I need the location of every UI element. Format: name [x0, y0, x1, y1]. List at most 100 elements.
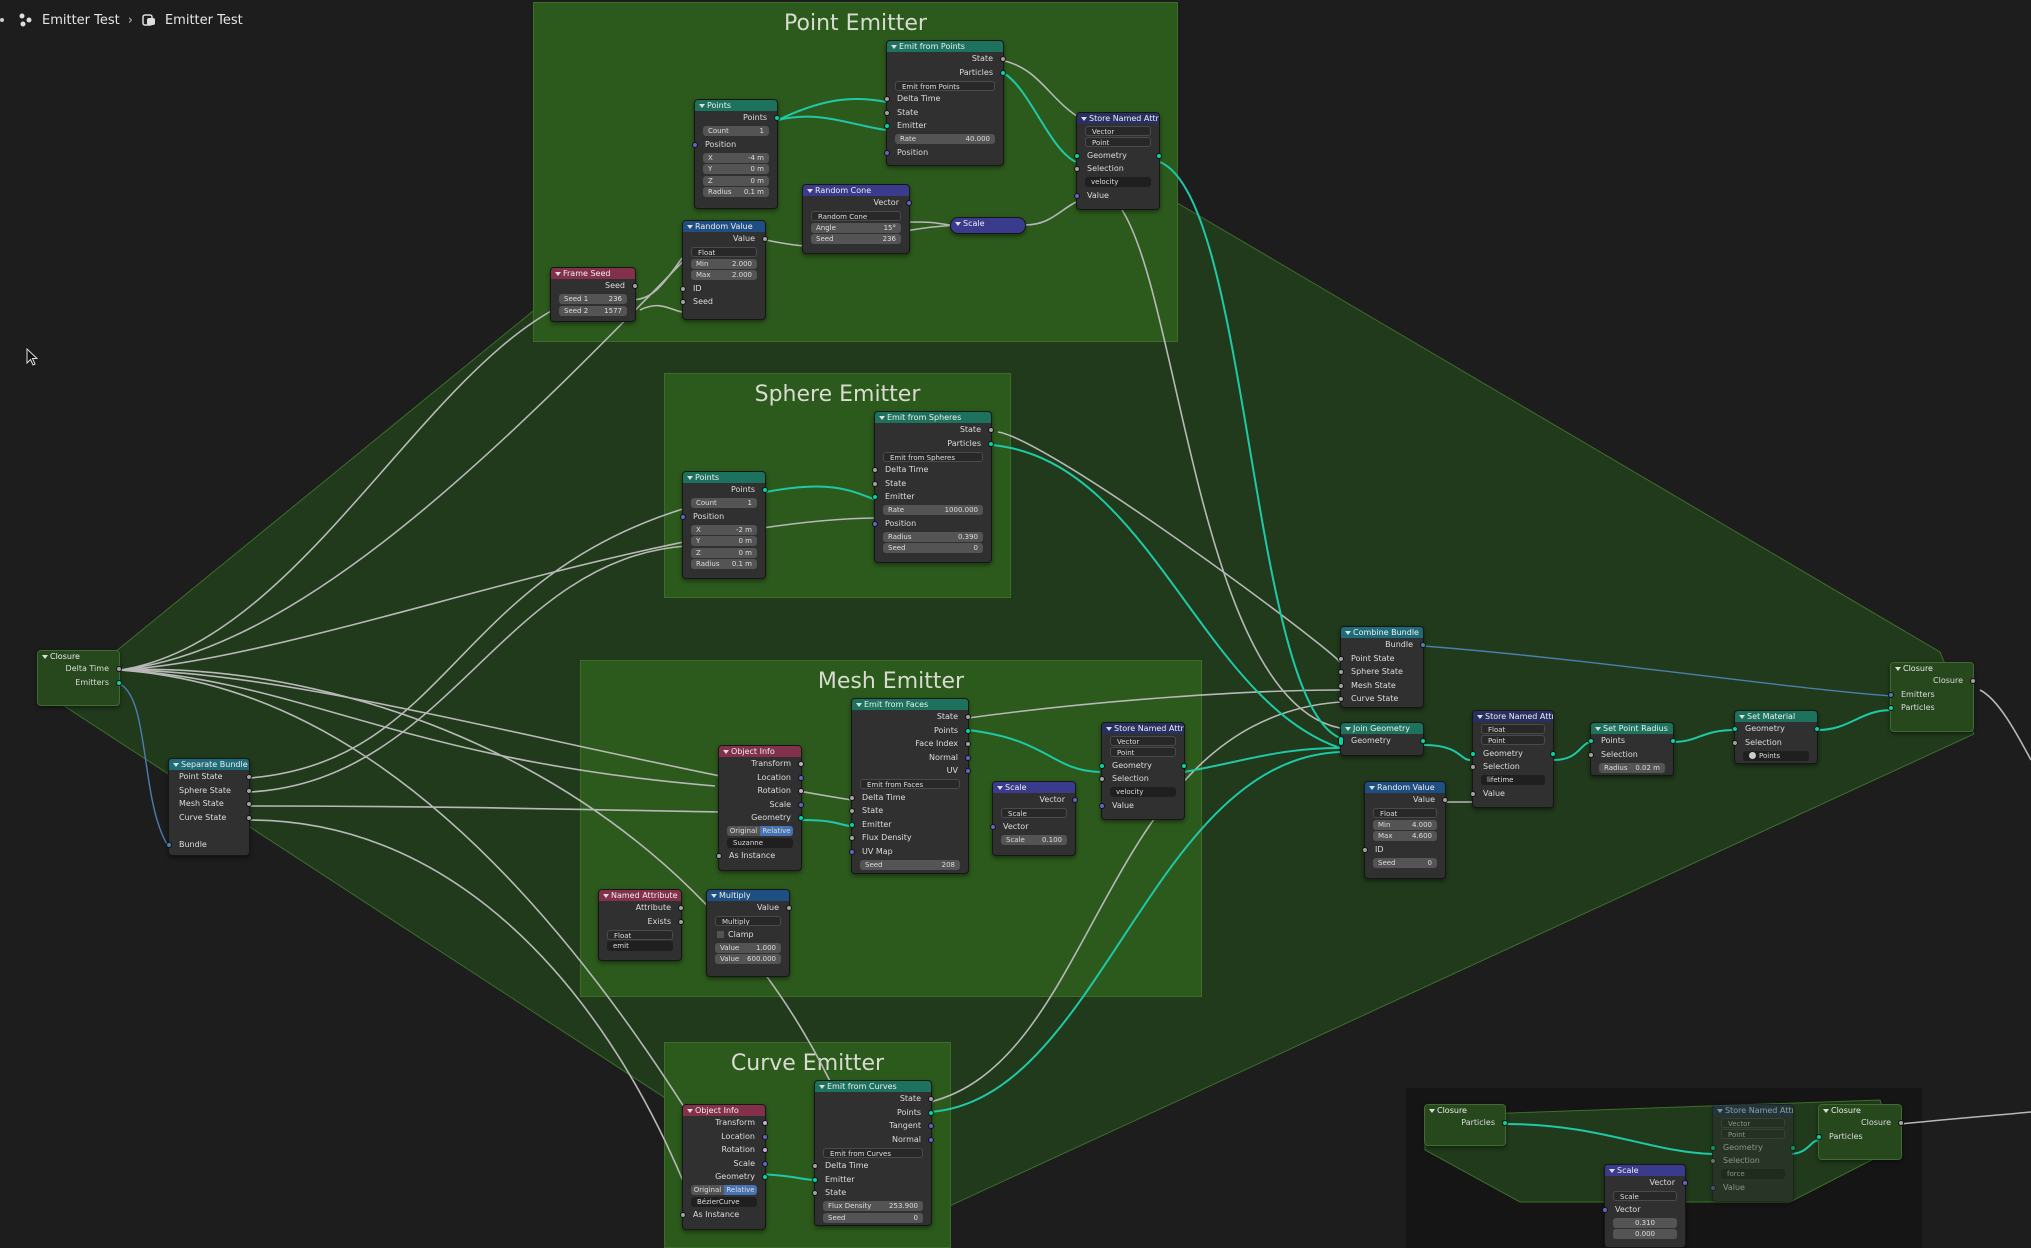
- node-header[interactable]: Closure: [1891, 663, 1973, 674]
- operation-dropdown[interactable]: Scale: [1001, 808, 1067, 818]
- closure-input-node[interactable]: Closure Particles: [1424, 1104, 1508, 1146]
- socket[interactable]: [798, 801, 804, 808]
- socket[interactable]: [762, 1133, 768, 1140]
- socket[interactable]: [1710, 1144, 1716, 1151]
- socket[interactable]: [849, 835, 855, 841]
- socket[interactable]: [884, 96, 890, 102]
- name-field[interactable]: emit: [607, 941, 673, 951]
- socket[interactable]: [678, 905, 684, 911]
- socket[interactable]: [1710, 1184, 1716, 1191]
- node-header[interactable]: Scale: [1605, 1165, 1685, 1176]
- socket[interactable]: [1970, 678, 1976, 684]
- socket[interactable]: [1338, 736, 1344, 746]
- socket[interactable]: [774, 115, 780, 121]
- socket[interactable]: [1888, 691, 1894, 698]
- emit-from-points-node[interactable]: Emit from Points State Particles Emit fr…: [884, 40, 1006, 166]
- socket[interactable]: [872, 494, 878, 500]
- socket[interactable]: [1588, 751, 1594, 758]
- socket[interactable]: [812, 1163, 818, 1169]
- join-geometry-node[interactable]: Join Geometry Geometry: [1338, 722, 1426, 756]
- socket[interactable]: [812, 1176, 818, 1183]
- type-dropdown[interactable]: Vector: [1721, 1117, 1785, 1128]
- socket[interactable]: [1420, 642, 1426, 648]
- node-header[interactable]: Join Geometry: [1341, 723, 1423, 734]
- socket[interactable]: [872, 520, 878, 527]
- object-info-node[interactable]: Object Info Transform Location Rotation …: [680, 1104, 768, 1230]
- node-header[interactable]: Emit from Spheres: [875, 412, 991, 423]
- node-header[interactable]: Object Info: [683, 1105, 765, 1116]
- store-named-attribute-node[interactable]: Store Named Attri... Vector Point Geomet…: [1099, 722, 1187, 820]
- name-field[interactable]: velocity: [1085, 177, 1151, 187]
- node-header[interactable]: Random Value: [1365, 782, 1445, 793]
- node-header[interactable]: Scale: [951, 218, 1025, 229]
- socket[interactable]: [1338, 655, 1344, 662]
- named-attribute-node[interactable]: Named Attribute Attribute Exists Float e…: [598, 889, 684, 961]
- socket[interactable]: [1898, 1120, 1904, 1126]
- store-named-attribute-node[interactable]: Store Named Attri... Vector Point Geomet…: [1074, 112, 1162, 210]
- socket[interactable]: [1000, 56, 1006, 62]
- socket[interactable]: [1099, 802, 1105, 809]
- emit-from-faces-node[interactable]: Emit from Faces State Points Face Index …: [849, 698, 971, 874]
- store-named-attribute-node[interactable]: Store Named Attri... Vector Point Geomet…: [1710, 1104, 1796, 1202]
- node-header[interactable]: Named Attribute: [599, 890, 681, 901]
- closure-output-node[interactable]: Closure Closure Emitters Particles: [1888, 662, 1976, 732]
- socket[interactable]: [849, 848, 855, 855]
- node-group-selector[interactable]: Emit from Spheres: [883, 451, 983, 462]
- object-info-node[interactable]: Object Info Transform Location Rotation …: [716, 745, 804, 871]
- name-field[interactable]: lifetime: [1481, 775, 1545, 785]
- node-header[interactable]: Store Named Attri...: [1713, 1105, 1793, 1116]
- socket[interactable]: [884, 149, 890, 156]
- socket[interactable]: [680, 513, 686, 520]
- socket[interactable]: [1588, 738, 1594, 744]
- domain-dropdown[interactable]: Point: [1721, 1129, 1785, 1139]
- node-header[interactable]: Set Point Radius: [1591, 723, 1673, 734]
- socket[interactable]: [1732, 739, 1738, 746]
- socket[interactable]: [928, 1096, 934, 1102]
- node-header[interactable]: Frame Seed: [551, 268, 635, 279]
- socket[interactable]: [872, 467, 878, 473]
- socket[interactable]: [1074, 166, 1080, 172]
- socket[interactable]: [678, 918, 684, 925]
- socket[interactable]: [116, 679, 122, 686]
- socket[interactable]: [1099, 776, 1105, 782]
- set-material-node[interactable]: Set Material Geometry Selection Points: [1732, 710, 1820, 764]
- node-header[interactable]: Random Value: [683, 221, 765, 232]
- socket[interactable]: [884, 123, 890, 129]
- socket[interactable]: [988, 427, 994, 433]
- vector-y-field[interactable]: 0.000: [1613, 1229, 1677, 1239]
- socket[interactable]: [928, 1123, 934, 1129]
- socket[interactable]: [1338, 696, 1344, 702]
- relative-option[interactable]: Relative: [724, 1185, 757, 1195]
- breadcrumb-item[interactable]: Emitter Test: [164, 12, 243, 28]
- vector-math-scale-node[interactable]: Scale Vector Scale Vector 0.310 0.000: [1602, 1164, 1688, 1248]
- socket[interactable]: [680, 299, 686, 305]
- socket[interactable]: [680, 285, 686, 292]
- node-header[interactable]: Separate Bundle: [169, 759, 249, 770]
- socket[interactable]: [246, 774, 252, 780]
- socket[interactable]: [1074, 192, 1080, 199]
- node-header[interactable]: Store Named Attri...: [1473, 711, 1553, 722]
- type-dropdown[interactable]: Vector: [1085, 125, 1151, 136]
- socket[interactable]: [680, 1212, 686, 1218]
- node-group-selector[interactable]: Emit from Curves: [823, 1147, 923, 1158]
- socket[interactable]: [965, 754, 971, 761]
- object-field[interactable]: BézierCurve: [691, 1196, 757, 1207]
- socket[interactable]: [812, 1190, 818, 1196]
- socket[interactable]: [1470, 764, 1476, 770]
- node-header[interactable]: Emit from Points: [887, 41, 1003, 52]
